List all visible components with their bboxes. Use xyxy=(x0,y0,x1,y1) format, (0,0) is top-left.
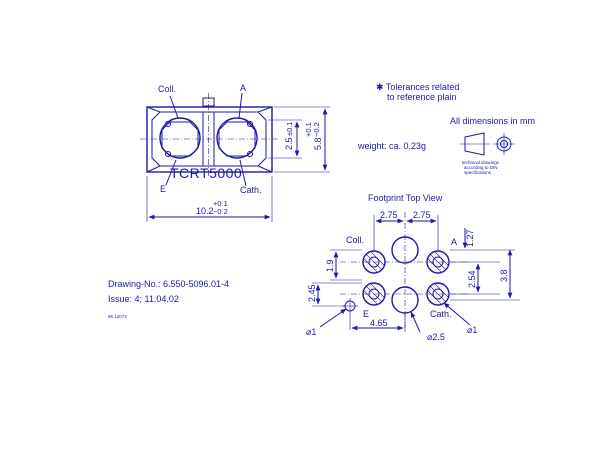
top-label-e: E xyxy=(160,184,166,194)
weight-note: weight: ca. 0.23g xyxy=(357,141,426,151)
detector-lens xyxy=(216,117,258,159)
outer-height-tol-plus: +0.1 xyxy=(304,122,313,137)
fp-label-coll: Coll. xyxy=(346,235,364,245)
fp-label-cath: Cath. xyxy=(430,309,452,319)
dim-245: 2.45 xyxy=(307,284,317,302)
dim-19: 1.9 xyxy=(325,259,335,272)
outer-height-value: 5.8 xyxy=(313,137,323,150)
top-label-coll: Coll. xyxy=(158,84,176,94)
dim-275-left: 2.75 xyxy=(380,210,398,220)
pad-a xyxy=(426,250,450,274)
width-tol-minus: −0.2 xyxy=(213,207,228,216)
footprint-view: Footprint Top View xyxy=(306,193,520,342)
dia-1-left: ⌀1 xyxy=(306,327,316,337)
tolerance-note-line1: ✱ Tolerances related xyxy=(376,82,459,92)
width-value: 10.2 xyxy=(196,206,214,216)
inner-height-tol: ±0.1 xyxy=(285,121,294,136)
dia-1-right: ⌀1 xyxy=(467,325,477,335)
fp-label-e: E xyxy=(363,309,369,319)
tech-note-line1: technical drawings xyxy=(462,160,500,165)
component-outline xyxy=(146,106,273,173)
fp-label-a: A xyxy=(451,237,457,247)
part-name-label: TCRT5000 xyxy=(170,165,242,181)
drawing-info-block: Drawing-No.: 6.550-5096.01-4 Issue: 4; 1… xyxy=(108,279,229,319)
tech-note-line2: according to DIN xyxy=(464,165,498,170)
dim-38: 3.8 xyxy=(499,269,509,282)
issue-date: Issue: 4; 11.04.02 xyxy=(108,294,179,304)
pad-e xyxy=(362,282,386,306)
pad-coll xyxy=(362,250,386,274)
notes-block: ✱ Tolerances related to reference plain … xyxy=(357,82,535,175)
dim-275-right: 2.75 xyxy=(413,210,431,220)
dim-254: 2.54 xyxy=(467,270,477,288)
top-label-cath: Cath. xyxy=(240,185,262,195)
small-code: 96 12073 xyxy=(108,314,127,319)
all-dimensions-note: All dimensions in mm xyxy=(450,116,535,126)
footprint-center-hole-top xyxy=(391,236,419,264)
dia-25: ⌀2.5 xyxy=(427,332,445,342)
top-label-a: A xyxy=(240,83,246,93)
tolerance-note-line2: to reference plain xyxy=(387,92,457,102)
width-tol-plus: +0.1 xyxy=(213,199,228,208)
tech-note-line3: specifications xyxy=(464,170,492,175)
footprint-title: Footprint Top View xyxy=(368,193,443,203)
drawing-number: Drawing-No.: 6.550-5096.01-4 xyxy=(108,279,229,289)
component-top-view: Coll. A E Cath. TCRT5000 10.2 +0.1 −0.2 … xyxy=(140,83,330,222)
dim-127: 1.27 xyxy=(465,229,475,247)
projection-cone-icon xyxy=(464,132,485,156)
dim-465: 4.65 xyxy=(370,318,388,328)
emitter-lens xyxy=(159,117,201,159)
pad-cath xyxy=(426,282,450,306)
outer-height-tol-minus: −0.2 xyxy=(312,122,321,137)
inner-height-value: 2.5 xyxy=(284,137,294,150)
